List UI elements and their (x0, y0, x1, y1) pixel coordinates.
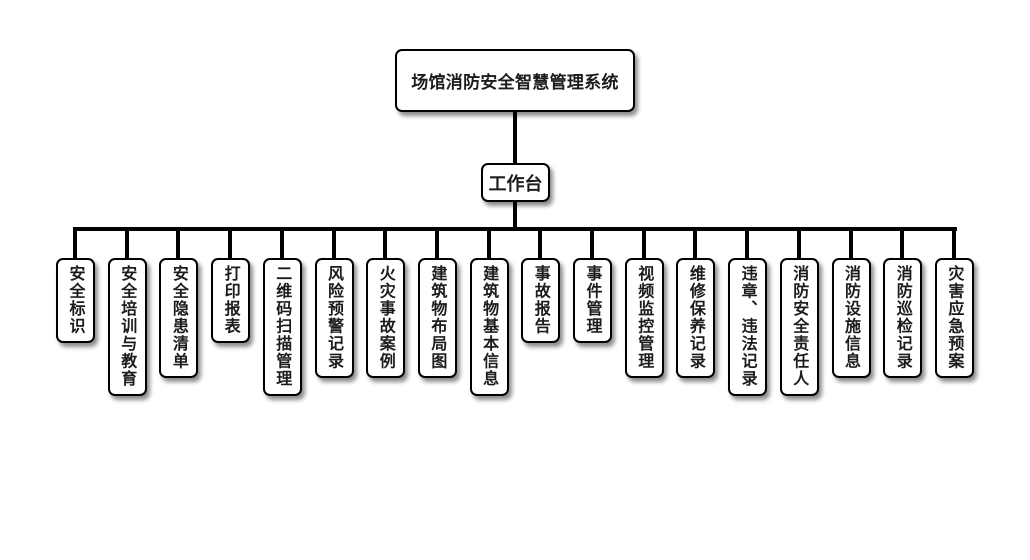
module-node-fire-safety-officer: 消防安全责任人 (779, 258, 819, 396)
module-label: 建筑物基本信息 (480, 265, 500, 388)
hub-node-label: 工作台 (488, 173, 543, 195)
connector-drop (176, 229, 181, 259)
root-node-system-title: 场馆消防安全智慧管理系统 (395, 49, 635, 112)
module-label: 建筑物布局图 (428, 265, 448, 370)
module-label: 安全标识 (66, 265, 86, 335)
module-label: 消防设施信息 (842, 265, 861, 370)
connector-drop (745, 229, 750, 259)
connector-drop (228, 229, 233, 259)
connector-drop (383, 229, 388, 259)
module-node-print-reports: 打印报表 (211, 258, 251, 343)
connector-drop (486, 229, 491, 259)
connector-drop (693, 229, 698, 259)
module-label: 视频监控管理 (635, 265, 655, 370)
connector-drop (951, 229, 956, 259)
module-node-event-management: 事件管理 (573, 258, 612, 343)
module-label: 消防安全责任人 (790, 265, 810, 388)
horizontal-bus-line (73, 227, 957, 231)
module-node-hazard-list: 安全隐患清单 (159, 258, 199, 378)
module-node-building-layout: 建筑物布局图 (417, 258, 457, 378)
module-node-risk-warnings: 风险预警记录 (314, 258, 354, 378)
module-node-fire-cases: 火灾事故案例 (366, 258, 406, 378)
module-node-safety-training: 安全培训与教育 (107, 258, 147, 396)
connector-drop (124, 229, 129, 259)
module-label: 二维码扫描管理 (273, 265, 293, 388)
connector-drop (590, 229, 594, 259)
connector-root-to-hub (513, 111, 517, 164)
connector-drop (848, 229, 853, 259)
connector-drop (434, 229, 439, 259)
connector-drop (538, 229, 543, 259)
module-label: 违章、违法记录 (738, 265, 758, 388)
connector-drop (796, 229, 801, 259)
module-node-emergency-plans: 灾害应急预案 (934, 258, 974, 378)
module-label: 打印报表 (221, 265, 241, 335)
module-node-accident-reports: 事故报告 (521, 258, 561, 343)
module-label: 消防巡检记录 (893, 265, 913, 370)
module-label: 事件管理 (583, 265, 603, 335)
connector-drop (331, 229, 336, 259)
module-label: 安全培训与教育 (118, 265, 138, 388)
module-node-violation-records: 违章、违法记录 (728, 258, 768, 396)
module-label: 火灾事故案例 (376, 265, 396, 370)
connector-drop (73, 229, 77, 259)
module-node-fire-facilities: 消防设施信息 (831, 258, 871, 378)
hub-node-workbench: 工作台 (481, 163, 550, 202)
module-node-safety-signs: 安全标识 (56, 258, 95, 343)
connector-drop (900, 229, 905, 259)
module-label: 维修保养记录 (686, 265, 706, 370)
module-node-building-info: 建筑物基本信息 (469, 258, 509, 396)
module-node-maintenance-records: 维修保养记录 (676, 258, 716, 378)
connector-drop (641, 229, 646, 259)
module-label: 事故报告 (531, 265, 551, 335)
module-label: 安全隐患清单 (169, 265, 189, 370)
module-label: 灾害应急预案 (945, 265, 965, 370)
root-node-label: 场馆消防安全智慧管理系统 (411, 73, 619, 93)
module-label: 风险预警记录 (325, 265, 344, 370)
module-node-video-surveillance: 视频监控管理 (624, 258, 664, 378)
connector-hub-to-bus (513, 201, 517, 229)
connector-drop (279, 229, 284, 259)
module-node-qr-scan: 二维码扫描管理 (262, 258, 302, 396)
module-node-patrol-records: 消防巡检记录 (883, 258, 923, 378)
